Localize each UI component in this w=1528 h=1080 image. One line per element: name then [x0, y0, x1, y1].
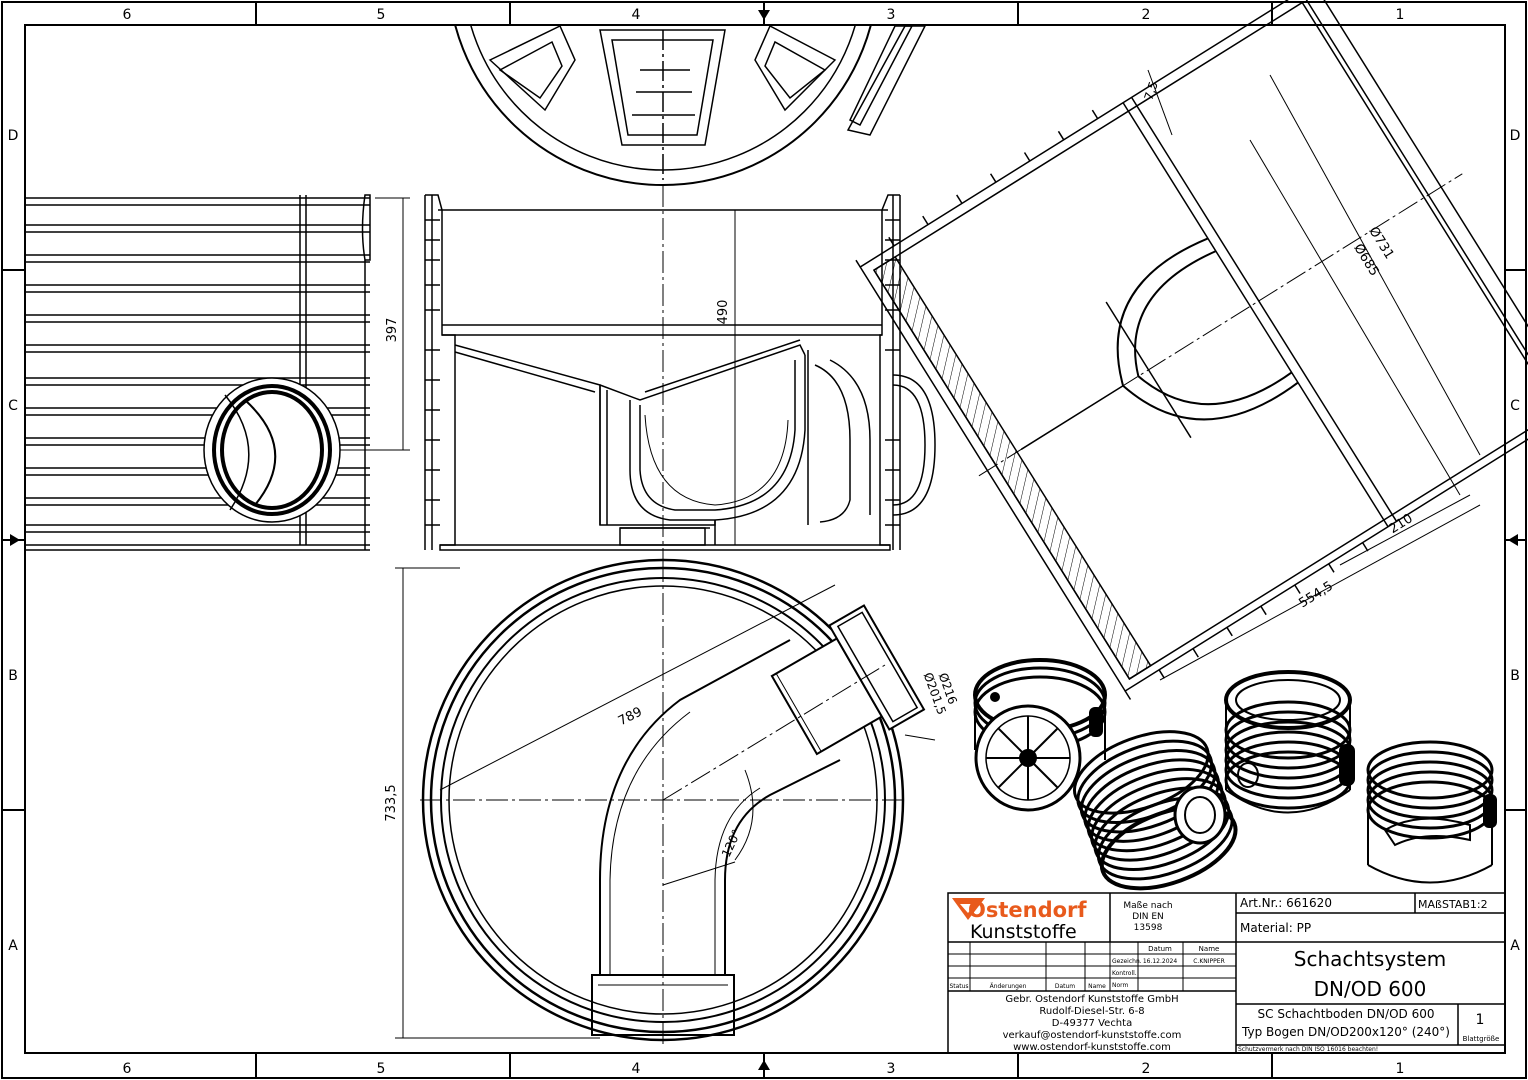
col-label-top-1: 1: [1396, 7, 1405, 23]
desc-line2: Typ Bogen DN/OD200x120° (240°): [1241, 1025, 1450, 1039]
col-label-top-3: 3: [887, 7, 896, 23]
section-view: 490: [424, 185, 936, 560]
col-label-top-2: 2: [1142, 7, 1151, 23]
bottom-view-partial: [454, 26, 926, 186]
dim-554-5-label: 554,5: [1296, 579, 1336, 611]
side-elevation-view: [25, 194, 371, 551]
row-label-left-C: C: [8, 398, 18, 414]
title-block: Ostendorf Kunststoffe Maße nach DIN EN 1…: [947, 892, 1506, 1054]
massstab: MAßSTAB1:2: [1418, 898, 1488, 911]
col-label-bottom-4: 4: [632, 1061, 641, 1077]
angle-120-label: 120°: [719, 827, 744, 859]
row-label-right-B: B: [1510, 668, 1520, 684]
protection-note: Schutzvermerk nach DIN ISO 16016 beachte…: [1238, 1046, 1378, 1053]
masse-line1: Maße nach: [1123, 901, 1172, 911]
row-label-left-B: B: [8, 668, 18, 684]
logo-line1: Ostendorf: [968, 898, 1087, 922]
dimension-490: 490: [716, 210, 736, 545]
dim-7-5-label: 7,5: [1142, 80, 1161, 102]
sheet-number: 1: [1476, 1012, 1485, 1028]
col-label-bottom-1: 1: [1396, 1061, 1405, 1077]
company-line5: www.ostendorf-kunststoffe.com: [1013, 1042, 1171, 1053]
desc-line1: SC Schachtboden DN/OD 600: [1258, 1007, 1435, 1021]
iso-view-2: [1072, 730, 1238, 891]
row-gezeichn-datum: 16.12.2024: [1143, 958, 1178, 965]
col-label-bottom-5: 5: [377, 1061, 386, 1077]
company-line3: D-49377 Vechta: [1052, 1018, 1132, 1029]
row-label-left-D: D: [8, 128, 19, 144]
row-label-right-A: A: [1510, 938, 1520, 954]
plan-view: 789 733,5 Ø216 Ø201,5 120°: [384, 558, 960, 1045]
dim-733-5-label: 733,5: [384, 784, 399, 821]
iso-view-4: [1366, 740, 1497, 884]
masse-line2: DIN EN: [1132, 912, 1164, 922]
rotated-section-dimensions: 7,5 Ø685 Ø731 210 554,5: [1142, 69, 1481, 681]
dim-789-label: 789: [616, 705, 645, 730]
row-label-right-C: C: [1510, 398, 1520, 414]
hdr-name: Name: [1199, 945, 1220, 953]
art-nr: Art.Nr.: 661620: [1240, 896, 1332, 910]
masse-line3: 13598: [1134, 923, 1163, 933]
rotated-section-view: [855, 0, 1528, 700]
row-label-right-D: D: [1510, 128, 1521, 144]
company-line4: verkauf@ostendorf-kunststoffe.com: [1003, 1030, 1182, 1041]
company-logo: Ostendorf Kunststoffe: [952, 898, 1087, 943]
title-line2: DN/OD 600: [1314, 977, 1427, 1001]
company-line1: Gebr. Ostendorf Kunststoffe GmbH: [1005, 994, 1178, 1005]
row-kontroll: Kontroll.: [1112, 970, 1137, 977]
col-datum: Datum: [1055, 983, 1075, 990]
col-status: Status: [949, 983, 968, 990]
row-label-left-A: A: [8, 938, 18, 954]
dimension-397: 397: [340, 197, 410, 451]
col-label-top-6: 6: [123, 7, 132, 23]
row-norm: Norm: [1112, 982, 1129, 989]
col-label-bottom-3: 3: [887, 1061, 896, 1077]
row-gezeichn-name: C.KNIPPER: [1193, 958, 1225, 965]
col-label-top-4: 4: [632, 7, 641, 23]
col-label-bottom-2: 2: [1142, 1061, 1151, 1077]
material: Material: PP: [1240, 921, 1311, 935]
iso-view-1: [973, 658, 1107, 812]
dim-397-label: 397: [385, 318, 400, 343]
col-aenderungen: Änderungen: [990, 983, 1027, 990]
company-line2: Rudolf-Diesel-Str. 6-8: [1039, 1006, 1144, 1017]
col-label-bottom-6: 6: [123, 1061, 132, 1077]
dim-490-label: 490: [716, 300, 731, 325]
iso-view-3: [1224, 670, 1355, 814]
sheet-label: Blattgröße: [1463, 1035, 1500, 1043]
logo-line2: Kunststoffe: [970, 921, 1077, 943]
title-line1: Schachtsystem: [1294, 947, 1446, 971]
col-label-top-5: 5: [377, 7, 386, 23]
col-name: Name: [1088, 983, 1106, 990]
row-gezeichn: Gezeichn.: [1112, 958, 1142, 965]
isometric-views: [973, 658, 1497, 891]
hdr-datum: Datum: [1148, 945, 1172, 953]
